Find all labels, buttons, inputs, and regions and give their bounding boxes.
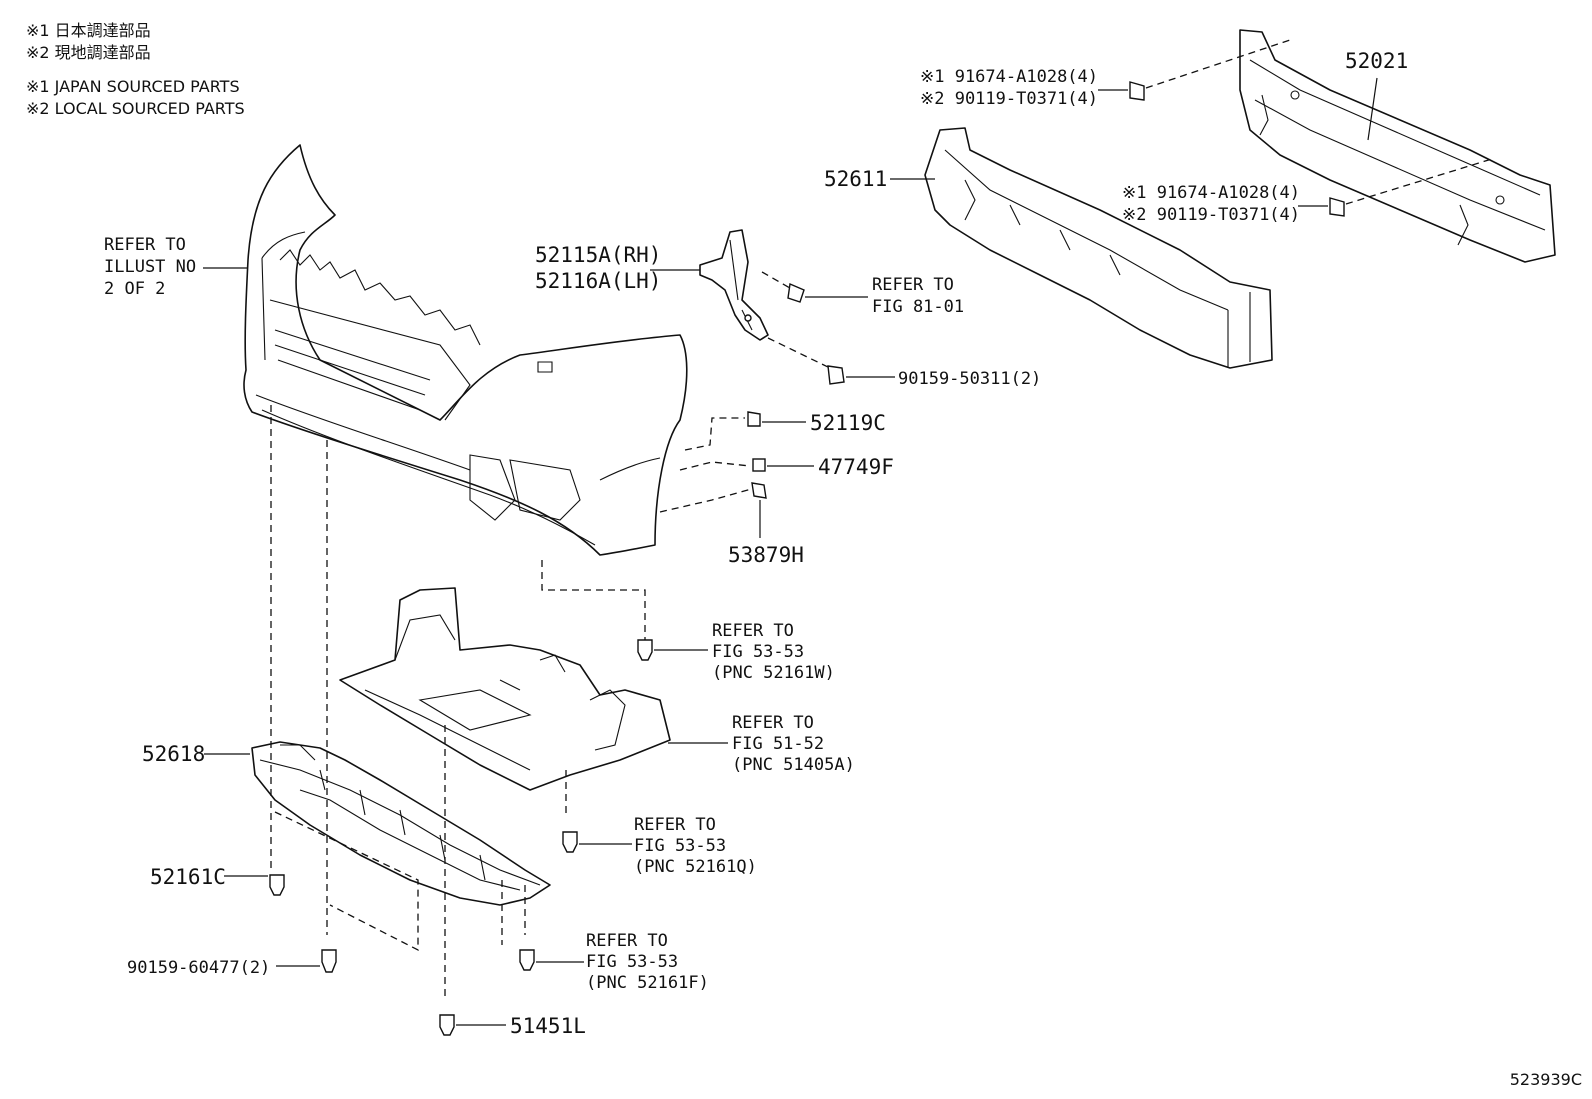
part-52161c: 52161C [150, 865, 226, 889]
reinforcement-bolts: ※1 91674-A1028(4) ※2 90119-T0371(4) ※1 9… [920, 39, 1496, 225]
refer-illust-line3: 2 OF 2 [104, 279, 165, 299]
part-53879h: 53879H [728, 543, 804, 567]
part-47749f: 47749F [818, 455, 894, 479]
refer-5353w-line3: (PNC 52161W) [712, 663, 835, 683]
part-52115a: 52115A(RH) [535, 243, 661, 267]
note-local-jp: ※2 現地調達部品 [26, 43, 151, 62]
refer-5152-line2: FIG 51-52 [732, 734, 824, 754]
refer-5353f-line1: REFER TO [586, 931, 668, 951]
diagram-id: 523939C [1509, 1070, 1582, 1089]
refer-5353w-line1: REFER TO [712, 621, 794, 641]
part-90159-60477: 90159-60477(2) [127, 958, 270, 978]
part-52119c: 52119C [810, 411, 886, 435]
part-90159-50311: 90159-50311(2) [898, 369, 1041, 389]
alignment-lines [270, 405, 646, 1000]
refer-illust-line2: ILLUST NO [104, 257, 196, 277]
small-clips: 52119C 47749F 53879H [659, 411, 894, 567]
sourcing-notes: ※1 日本調達部品 ※2 現地調達部品 ※1 JAPAN SOURCED PAR… [26, 20, 245, 120]
energy-absorber: 52611 [824, 127, 1273, 369]
refer-5353q-line3: (PNC 52161Q) [634, 857, 757, 877]
clip-52161f: REFER TO FIG 53-53 (PNC 52161F) [519, 931, 709, 993]
engine-under-cover [339, 587, 671, 791]
refer-5152-line1: REFER TO [732, 713, 814, 733]
clip-52161q: REFER TO FIG 53-53 (PNC 52161Q) [562, 815, 757, 877]
refer-5152-line3: (PNC 51405A) [732, 755, 855, 775]
refer-5353q-line1: REFER TO [634, 815, 716, 835]
note-japan-en: ※1 JAPAN SOURCED PARTS [26, 77, 240, 96]
refer-5353f-line2: FIG 53-53 [586, 952, 678, 972]
part-52021: 52021 [1345, 49, 1408, 73]
bumper-cover [243, 144, 688, 556]
refer-illust-line1: REFER TO [104, 235, 186, 255]
screw-90159-50311: 90159-50311(2) [767, 337, 1041, 389]
bolt-top-japan: ※1 91674-A1028(4) [920, 67, 1098, 87]
screw-fig81: REFER TO FIG 81-01 [761, 271, 964, 317]
refer-illust-callout: REFER TO ILLUST NO 2 OF 2 [104, 235, 248, 299]
clip-52161c: 52161C [150, 865, 285, 896]
part-51451l: 51451L [510, 1014, 586, 1038]
note-japan-jp: ※1 日本調達部品 [26, 21, 151, 40]
note-local-en: ※2 LOCAL SOURCED PARTS [26, 99, 245, 118]
refer-fig81-line1: REFER TO [872, 275, 954, 295]
part-52611: 52611 [824, 167, 887, 191]
bolt-right-local: ※2 90119-T0371(4) [1122, 205, 1300, 225]
clip-52161w: REFER TO FIG 53-53 (PNC 52161W) [637, 621, 835, 683]
refer-fig-51-52: REFER TO FIG 51-52 (PNC 51405A) [668, 713, 855, 775]
bumper-bracket: 52115A(RH) 52116A(LH) [535, 229, 769, 341]
part-52116a: 52116A(LH) [535, 269, 661, 293]
bolt-right-japan: ※1 91674-A1028(4) [1122, 183, 1300, 203]
refer-fig81-line2: FIG 81-01 [872, 297, 964, 317]
refer-5353w-line2: FIG 53-53 [712, 642, 804, 662]
bumper-reinforcement: 52021 [1239, 29, 1556, 263]
bolt-top-local: ※2 90119-T0371(4) [920, 89, 1098, 109]
part-52618: 52618 [142, 742, 205, 766]
screw-90159-60477: 90159-60477(2) [127, 949, 337, 978]
refer-5353f-line3: (PNC 52161F) [586, 973, 709, 993]
refer-5353q-line2: FIG 53-53 [634, 836, 726, 856]
screw-51451l: 51451L [439, 1014, 586, 1038]
